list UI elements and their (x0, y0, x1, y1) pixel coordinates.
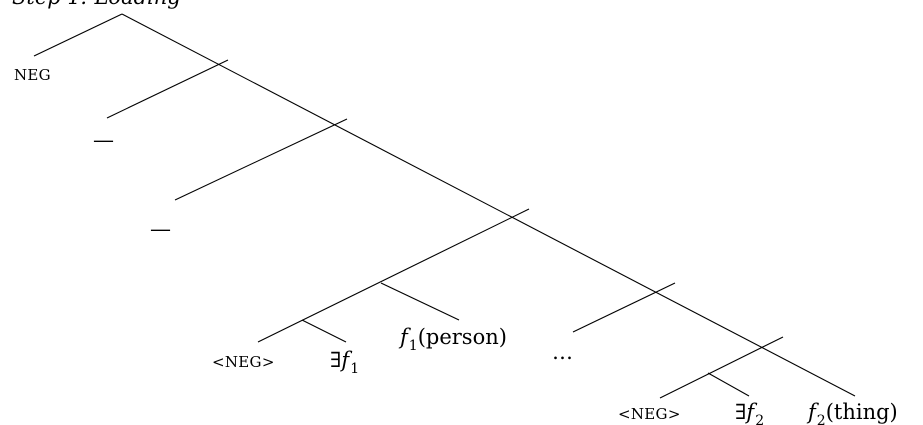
branch-ellipsis (572, 282, 676, 333)
branch-gap-1 (106, 59, 229, 119)
branch-quantifier-2 (659, 336, 784, 399)
subbranch-f1-person (380, 282, 460, 321)
diagram-title: Step 1: Loading (12, 0, 181, 9)
node-f1-person: f1(person) (398, 325, 507, 354)
node-neg-copy-1: <NEG> (212, 353, 275, 371)
node-f2-thing: f2(thing) (806, 400, 898, 425)
spine-edge (121, 13, 856, 397)
node-ellipsis: … (552, 340, 573, 364)
node-exists-2: ∃f2 (735, 400, 764, 425)
branch-neg (33, 13, 123, 57)
node-neg: NEG (14, 66, 51, 84)
subbranch-exists-2 (707, 372, 750, 397)
branch-quantifier-1 (257, 208, 530, 343)
node-gap-2: — (150, 217, 171, 241)
branch-gap-2 (174, 118, 348, 201)
node-neg-copy-2: <NEG> (618, 405, 681, 423)
subbranch-exists-1 (301, 319, 347, 343)
node-exists-1: ∃f1 (330, 348, 359, 377)
node-gap-1: — (93, 128, 114, 152)
